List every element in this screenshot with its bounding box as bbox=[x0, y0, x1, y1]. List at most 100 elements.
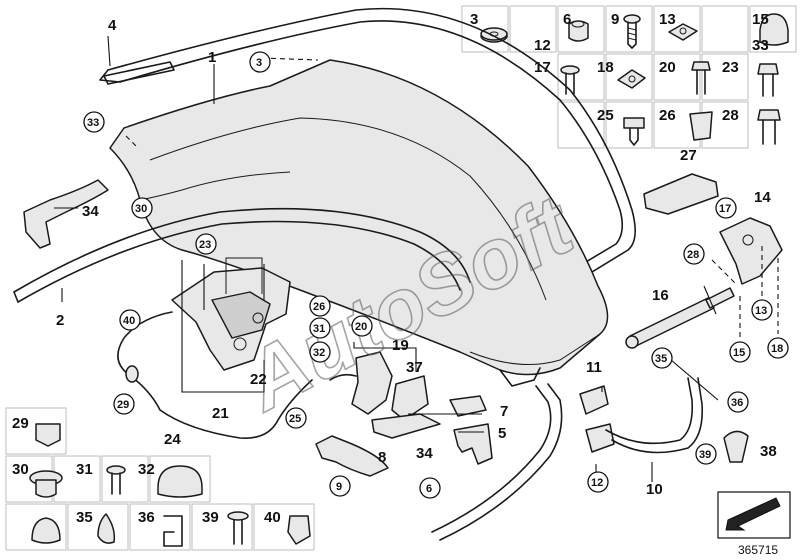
callout-25: 25 bbox=[289, 413, 301, 425]
screw-icon bbox=[623, 14, 641, 49]
callout-6: 6 bbox=[426, 483, 432, 495]
callout-36: 36 bbox=[731, 397, 743, 409]
spring-clip-small-icon bbox=[163, 515, 183, 547]
callout-40: 40 bbox=[123, 315, 135, 327]
callout-27: 27 bbox=[680, 147, 697, 164]
legend-label: 26 bbox=[659, 107, 676, 124]
callout-32: 32 bbox=[313, 347, 325, 359]
legend-label: 13 bbox=[659, 11, 676, 28]
legend-label: 32 bbox=[138, 461, 155, 478]
roof-frame bbox=[99, 7, 636, 317]
callout-19: 19 bbox=[392, 337, 409, 354]
callout-34b: 34 bbox=[416, 445, 433, 462]
legend-label: 33 bbox=[752, 37, 769, 54]
legend-label: 15 bbox=[752, 11, 769, 28]
callout-9: 9 bbox=[336, 481, 342, 493]
clip-38 bbox=[723, 430, 749, 463]
callout-24: 24 bbox=[164, 431, 181, 448]
legend-label: 9 bbox=[611, 11, 619, 28]
rear-seal-10 bbox=[431, 383, 563, 541]
callout-35: 35 bbox=[655, 353, 667, 365]
legend-label: 3 bbox=[470, 11, 478, 28]
diagram-reference: 365715 bbox=[738, 543, 778, 557]
linkage-10 bbox=[579, 377, 704, 454]
legend-label: 12 bbox=[534, 37, 551, 54]
callout-26: 26 bbox=[313, 301, 325, 313]
gas-strut-16 bbox=[625, 287, 735, 349]
callout-5: 5 bbox=[498, 425, 506, 442]
callout-3: 3 bbox=[256, 57, 262, 69]
callout-23: 23 bbox=[199, 239, 211, 251]
screw-washer-icon bbox=[227, 511, 249, 521]
callout-16: 16 bbox=[652, 287, 669, 304]
drop-clip-icon bbox=[97, 513, 116, 544]
headliner-panel bbox=[109, 59, 609, 387]
callouts-circled: 3 33 30 23 40 26 31 32 20 29 25 9 6 12 1… bbox=[83, 51, 789, 499]
nut-icon bbox=[568, 20, 589, 42]
legend-label: 23 bbox=[722, 59, 739, 76]
cap-icon bbox=[157, 465, 203, 498]
callout-18: 18 bbox=[771, 343, 783, 355]
callout-38: 38 bbox=[760, 443, 777, 460]
callout-28: 28 bbox=[687, 249, 699, 261]
callout-13: 13 bbox=[755, 305, 767, 317]
orientation-arrow bbox=[717, 491, 791, 539]
legend-bottom-left: 29 30 31 32 35 36 39 40 bbox=[5, 407, 315, 551]
callout-31: 31 bbox=[313, 323, 325, 335]
legend-label: 28 bbox=[722, 107, 739, 124]
strap-8 bbox=[315, 435, 389, 477]
callout-10: 10 bbox=[646, 481, 663, 498]
cap-nut-small-icon bbox=[31, 517, 61, 544]
callout-12: 12 bbox=[591, 477, 603, 489]
legend-label: 30 bbox=[12, 461, 29, 478]
callout-37: 37 bbox=[406, 359, 423, 376]
callout-39: 39 bbox=[699, 449, 711, 461]
legend-label: 29 bbox=[12, 415, 29, 432]
legend-label: 18 bbox=[597, 59, 614, 76]
callout-33: 33 bbox=[87, 117, 99, 129]
bolt-large-icon bbox=[757, 109, 781, 145]
legend-label: 20 bbox=[659, 59, 676, 76]
legend-label: 6 bbox=[563, 11, 571, 28]
callout-21: 21 bbox=[212, 405, 229, 422]
legend-label: 36 bbox=[138, 509, 155, 526]
flange-bolt-icon bbox=[757, 63, 779, 97]
bracket-5-7 bbox=[449, 395, 493, 465]
legend-label: 35 bbox=[76, 509, 93, 526]
callout-7: 7 bbox=[500, 403, 508, 420]
corner-trim-34 bbox=[23, 179, 109, 249]
spring-clip-icon bbox=[617, 69, 646, 89]
rubber-stop-icon bbox=[689, 111, 713, 141]
legend-label: 31 bbox=[76, 461, 93, 478]
legend-top-right: 3 6 9 13 15 12 33 17 18 20 23 25 26 28 bbox=[461, 5, 797, 149]
clip-icon bbox=[35, 423, 61, 447]
callout-34a: 34 bbox=[82, 203, 99, 220]
bracket-14 bbox=[719, 217, 783, 285]
callout-22: 22 bbox=[250, 371, 267, 388]
seal-strip-left bbox=[13, 207, 471, 303]
cap-nut-icon bbox=[759, 13, 789, 46]
legend-label: 25 bbox=[597, 107, 614, 124]
hex-bolt-icon bbox=[691, 61, 711, 95]
cable-clip-icon bbox=[287, 515, 311, 545]
cable-24 bbox=[117, 311, 313, 439]
callout-14: 14 bbox=[754, 189, 771, 206]
legend-label: 40 bbox=[264, 509, 281, 526]
callout-8: 8 bbox=[378, 449, 386, 466]
callout-20: 20 bbox=[355, 321, 367, 333]
plate-27 bbox=[643, 173, 719, 215]
callouts-plain: 1 2 4 5 7 8 10 11 14 16 19 21 22 24 27 3… bbox=[56, 17, 777, 498]
clip-nut-icon bbox=[668, 23, 698, 41]
callout-17: 17 bbox=[719, 203, 731, 215]
screw-small-icon bbox=[106, 465, 126, 475]
callout-1: 1 bbox=[208, 49, 216, 66]
callout-11: 11 bbox=[586, 359, 602, 376]
drive-mechanism bbox=[171, 257, 291, 371]
seal-strip-4 bbox=[103, 61, 175, 85]
callout-15: 15 bbox=[733, 347, 745, 359]
callout-2: 2 bbox=[56, 312, 64, 329]
push-clip-icon bbox=[623, 117, 645, 146]
callout-29: 29 bbox=[117, 399, 129, 411]
callout-30: 30 bbox=[135, 203, 147, 215]
